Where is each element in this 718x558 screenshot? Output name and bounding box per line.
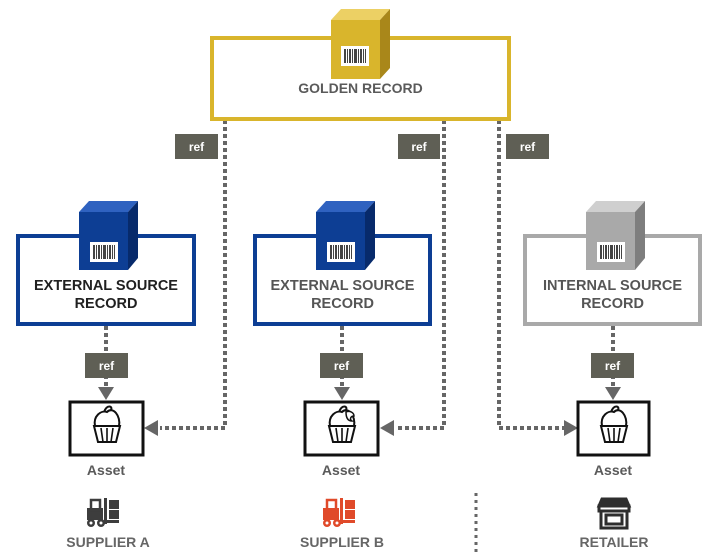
forklift-icon <box>321 496 357 529</box>
record-a-line2: RECORD <box>74 296 138 312</box>
asset-b-label: Asset <box>321 462 361 478</box>
ref-tag-golden-c <box>506 134 549 159</box>
asset-a-label: Asset <box>86 462 126 478</box>
ref-tag-golden-b-label: ref <box>411 140 427 154</box>
arrowhead-down-b <box>334 387 350 400</box>
ref-tag-record-c-label: ref <box>605 359 621 373</box>
supplier-b-label: SUPPLIER B <box>299 534 384 550</box>
arrowhead-down-c <box>605 387 621 400</box>
arrowhead-right-c <box>564 420 578 436</box>
external-record-b-cube-icon <box>316 201 375 270</box>
connector-golden-to-asset-c <box>497 120 565 430</box>
record-c-line1: INTERNAL SOURCE <box>542 278 683 294</box>
connector-golden-to-asset-b <box>395 120 446 430</box>
supplier-a-label: SUPPLIER A <box>66 534 150 550</box>
retailer-label: RETAILER <box>579 534 649 550</box>
ref-tags: ref ref ref ref ref ref <box>85 134 634 378</box>
external-source-record-b-label: EXTERNAL SOURCE RECORD <box>255 277 430 313</box>
golden-record-cube-icon <box>331 9 390 79</box>
arrowhead-down-a <box>98 387 114 400</box>
ref-tag-golden-a <box>175 134 218 159</box>
bite-mark <box>345 410 355 422</box>
record-b-line2: RECORD <box>311 296 374 312</box>
external-source-record-a-label: EXTERNAL SOURCE RECORD <box>18 277 194 313</box>
ref-tag-record-c <box>591 353 634 378</box>
record-c-line2: RECORD <box>581 296 644 312</box>
ref-tag-golden-c-label: ref <box>520 140 536 154</box>
asset-c-label: Asset <box>593 462 633 478</box>
ref-tag-record-b-label: ref <box>334 359 350 373</box>
record-b-line1: EXTERNAL SOURCE <box>270 278 415 294</box>
ref-tag-record-a-label: ref <box>99 359 115 373</box>
ref-tag-record-a <box>85 353 128 378</box>
arrowheads <box>98 387 621 436</box>
storefront-icon <box>596 497 632 530</box>
ref-tag-golden-b <box>398 134 440 159</box>
record-a-line1: EXTERNAL SOURCE <box>34 278 178 294</box>
golden-record-label: GOLDEN RECORD <box>298 80 423 96</box>
ref-tag-golden-a-label: ref <box>189 140 205 154</box>
ref-tag-record-b <box>320 353 363 378</box>
external-record-a-cube-icon <box>79 201 138 270</box>
connector-golden-to-asset-a <box>160 120 227 430</box>
forklift-icon <box>85 496 121 529</box>
arrowhead-left-b <box>380 420 394 436</box>
internal-record-cube-icon <box>586 201 645 270</box>
internal-source-record-label: INTERNAL SOURCE RECORD <box>525 277 700 313</box>
arrowhead-left-a <box>144 420 158 436</box>
